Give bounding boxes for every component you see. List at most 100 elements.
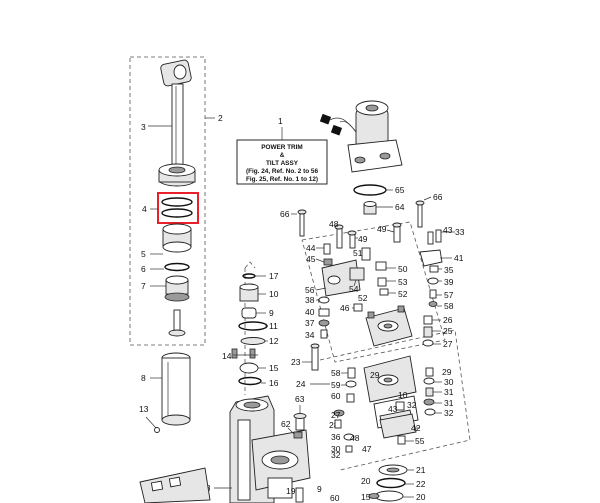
label-39: 39 xyxy=(444,277,454,287)
label-56: 56 xyxy=(305,285,315,295)
label-19: 19 xyxy=(286,486,296,496)
label-46: 46 xyxy=(340,303,350,313)
label-32c: 32 xyxy=(331,450,341,460)
label-21: 21 xyxy=(416,465,426,475)
label-26: 26 xyxy=(443,315,453,325)
label-52a: 52 xyxy=(398,289,408,299)
trim-motor xyxy=(319,100,403,173)
label-27b: 27 xyxy=(331,410,341,420)
o-ring-4a xyxy=(161,197,193,207)
rings-bottom-right: 21 22 20 20 15 9 60 10 xyxy=(317,390,426,503)
label-32a: 32 xyxy=(444,408,454,418)
left-assembly-group: 2 3 4 5 6 xyxy=(129,56,223,346)
label-43b: 43 xyxy=(388,404,398,414)
label-53: 53 xyxy=(398,277,408,287)
coupling-64 xyxy=(363,201,377,215)
item-23-24: 23 24 xyxy=(291,343,330,389)
pump-block xyxy=(365,305,413,347)
label-34: 34 xyxy=(305,330,315,340)
tilt-rod xyxy=(160,59,192,167)
cluster-lower-left: 58 59 60 27 28 29 36 30 48 47 32 xyxy=(329,367,380,460)
label-57: 57 xyxy=(444,290,454,300)
bolt-66-right xyxy=(415,196,432,228)
label-22: 22 xyxy=(416,479,426,489)
bolt-66-left xyxy=(291,209,307,237)
o-ring-4b xyxy=(161,208,193,218)
label-62: 62 xyxy=(281,419,291,429)
label-3: 3 xyxy=(141,122,146,132)
label-37: 37 xyxy=(305,318,315,328)
label-20a: 20 xyxy=(416,492,426,502)
highlight-box-4 xyxy=(157,192,199,224)
power-trim-callout: 1 POWER TRIM & TILT ASSY (Fig. 24, Ref. … xyxy=(236,116,328,185)
label-38: 38 xyxy=(305,295,315,305)
callout-line-1: POWER TRIM xyxy=(261,144,303,151)
label-33: 33 xyxy=(455,227,465,237)
callout-line-4: (Fig. 24, Ref. No. 2 to 56 xyxy=(246,168,319,175)
cluster-lower-right: 29 30 31 31 32 32 43 xyxy=(388,367,454,418)
label-31b: 31 xyxy=(444,398,454,408)
label-44: 44 xyxy=(306,243,316,253)
label-54: 54 xyxy=(349,284,359,294)
screws-62-63: 63 62 xyxy=(281,394,307,439)
valve-42-55: 42 55 xyxy=(379,413,425,446)
collar-7 xyxy=(164,275,190,302)
ring-6 xyxy=(164,262,190,272)
label-20b: 20 xyxy=(361,476,371,486)
cluster-26-27: 26 25 27 xyxy=(422,315,453,349)
label-36: 36 xyxy=(331,432,341,442)
label-48: 48 xyxy=(329,219,339,229)
label-59: 59 xyxy=(331,380,341,390)
label-12a: 12 xyxy=(269,336,279,346)
label-27a: 27 xyxy=(443,339,453,349)
o-ring-65 xyxy=(353,184,387,196)
label-29b: 29 xyxy=(442,367,452,377)
label-52b: 52 xyxy=(358,293,368,303)
label-15a: 15 xyxy=(269,363,279,373)
label-65: 65 xyxy=(395,185,405,195)
label-32b: 32 xyxy=(407,400,417,410)
label-7: 7 xyxy=(141,281,146,291)
label-30a: 30 xyxy=(444,377,454,387)
label-47: 47 xyxy=(362,444,372,454)
pin-13 xyxy=(145,416,160,433)
label-45: 45 xyxy=(306,254,316,264)
label-49a: 49 xyxy=(358,234,368,244)
middle-column: 17 10 9 11 12 14 15 16 xyxy=(222,261,279,395)
label-66a: 66 xyxy=(280,209,290,219)
label-43: 43 xyxy=(443,225,453,235)
label-49b: 49 xyxy=(377,224,387,234)
piston-head xyxy=(158,163,196,187)
label-35: 35 xyxy=(444,265,454,275)
label-4: 4 xyxy=(142,204,147,214)
cluster-upper-right: 49 43 33 41 35 39 57 58 xyxy=(377,222,465,311)
label-10a: 10 xyxy=(269,289,279,299)
lower-pump-body xyxy=(363,355,419,437)
label-58b: 58 xyxy=(331,368,341,378)
cylinder-8 xyxy=(161,352,191,426)
label-41: 41 xyxy=(454,253,464,263)
bolt-19 xyxy=(295,487,304,503)
label-17: 17 xyxy=(269,271,279,281)
callout-ref-1: 1 xyxy=(278,116,283,126)
label-48b: 48 xyxy=(350,433,360,443)
cluster-center: 51 50 53 52 54 52 46 xyxy=(340,247,408,313)
label-23: 23 xyxy=(291,357,301,367)
label-9b: 9 xyxy=(317,484,322,494)
label-30b: 30 xyxy=(331,444,341,454)
lower-housing xyxy=(229,395,311,503)
callout-line-5: Fig. 25, Ref. No. 1 to 12) xyxy=(246,176,318,183)
label-14: 14 xyxy=(222,351,232,361)
label-5: 5 xyxy=(141,249,146,259)
label-42: 42 xyxy=(411,423,421,433)
label-13: 13 xyxy=(139,404,149,414)
label-60b: 60 xyxy=(330,493,340,503)
callout-line-3: TILT ASSY xyxy=(266,160,299,167)
label-66b: 66 xyxy=(433,192,443,202)
label-40: 40 xyxy=(305,307,315,317)
label-2: 2 xyxy=(218,113,223,123)
label-64: 64 xyxy=(395,202,405,212)
label-31a: 31 xyxy=(444,387,454,397)
label-24: 24 xyxy=(296,379,306,389)
